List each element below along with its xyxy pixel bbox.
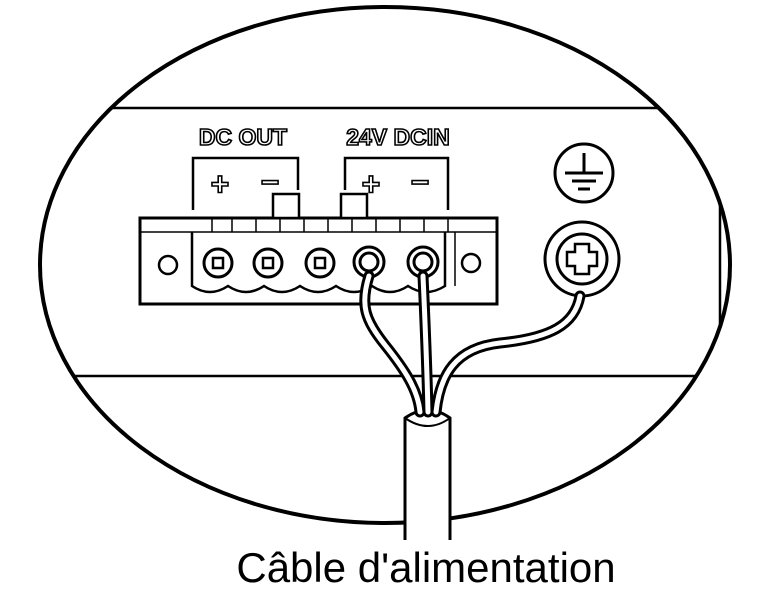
terminal-screw-1 — [202, 247, 234, 279]
dc-in-minus: − — [411, 164, 430, 200]
power-cable — [403, 408, 452, 540]
terminal-screw-5 — [406, 245, 440, 279]
detail-ellipse — [38, 5, 732, 525]
terminal-screw-3 — [304, 247, 336, 279]
screw-icon — [543, 220, 621, 298]
cable-wires — [359, 270, 586, 418]
dc-out-plus: + — [211, 166, 230, 202]
terminal-screw-2 — [252, 247, 284, 279]
ground-icon — [553, 142, 615, 204]
cable-caption: Câble d'alimentation — [236, 544, 615, 591]
dc-out-label: DC OUT — [199, 124, 287, 150]
dc-in-label: 24V DCIN — [346, 124, 450, 150]
mounting-hole-right — [460, 252, 482, 274]
dc-in-bracket — [343, 156, 450, 210]
dc-out-minus: − — [261, 164, 280, 200]
dc-out-bracket — [191, 156, 300, 210]
mounting-hole-left — [157, 254, 179, 276]
